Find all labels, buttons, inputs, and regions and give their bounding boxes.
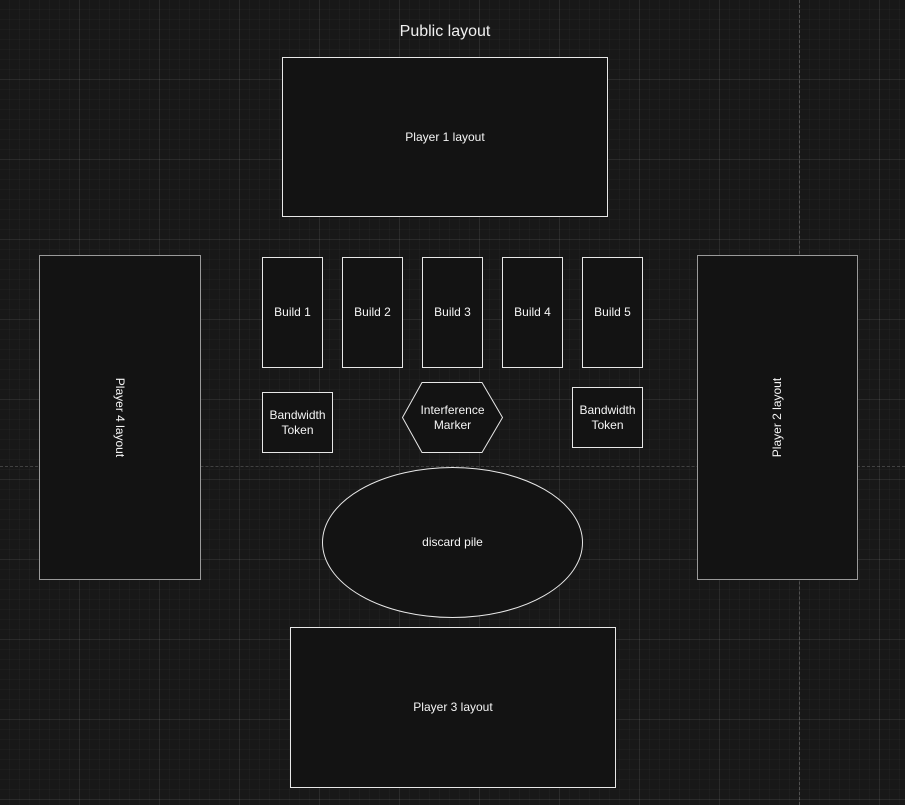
build-2-slot[interactable]: Build 2 (342, 257, 403, 368)
build-4-slot[interactable]: Build 4 (502, 257, 563, 368)
player-2-layout-label: Player 2 layout (769, 377, 784, 458)
build-2-label: Build 2 (354, 305, 391, 319)
interference-marker-hexagon[interactable] (401, 382, 504, 453)
player-1-layout-label: Player 1 layout (405, 129, 485, 144)
build-1-label: Build 1 (274, 305, 311, 319)
build-5-label: Build 5 (594, 305, 631, 319)
player-4-layout[interactable]: Player 4 layout (39, 255, 201, 580)
build-3-slot[interactable]: Build 3 (422, 257, 483, 368)
discard-pile-text: discard pile (422, 535, 483, 549)
interference-marker-label: Interference Marker (402, 382, 503, 453)
player-3-layout-label: Player 3 layout (413, 700, 493, 714)
discard-pile-label: discard pile (322, 467, 583, 618)
bandwidth-token-left-label: Bandwidth Token (269, 407, 326, 437)
discard-pile-ellipse[interactable] (322, 467, 583, 618)
player-3-layout[interactable]: Player 3 layout (290, 627, 616, 788)
build-1-slot[interactable]: Build 1 (262, 257, 323, 368)
bandwidth-token-right[interactable]: Bandwidth Token (572, 387, 643, 448)
player-4-layout-label: Player 4 layout (113, 377, 128, 458)
player-2-layout[interactable]: Player 2 layout (697, 255, 858, 580)
build-5-slot[interactable]: Build 5 (582, 257, 643, 368)
canvas-guide-horizontal (0, 466, 905, 467)
build-4-label: Build 4 (514, 305, 551, 319)
diagram-title: Public layout (399, 23, 491, 40)
bandwidth-token-right-label: Bandwidth Token (579, 402, 636, 432)
player-1-layout[interactable]: Player 1 layout (282, 57, 608, 217)
interference-marker-text: Interference Marker (420, 402, 485, 432)
build-3-label: Build 3 (434, 305, 471, 319)
bandwidth-token-left[interactable]: Bandwidth Token (262, 392, 333, 453)
